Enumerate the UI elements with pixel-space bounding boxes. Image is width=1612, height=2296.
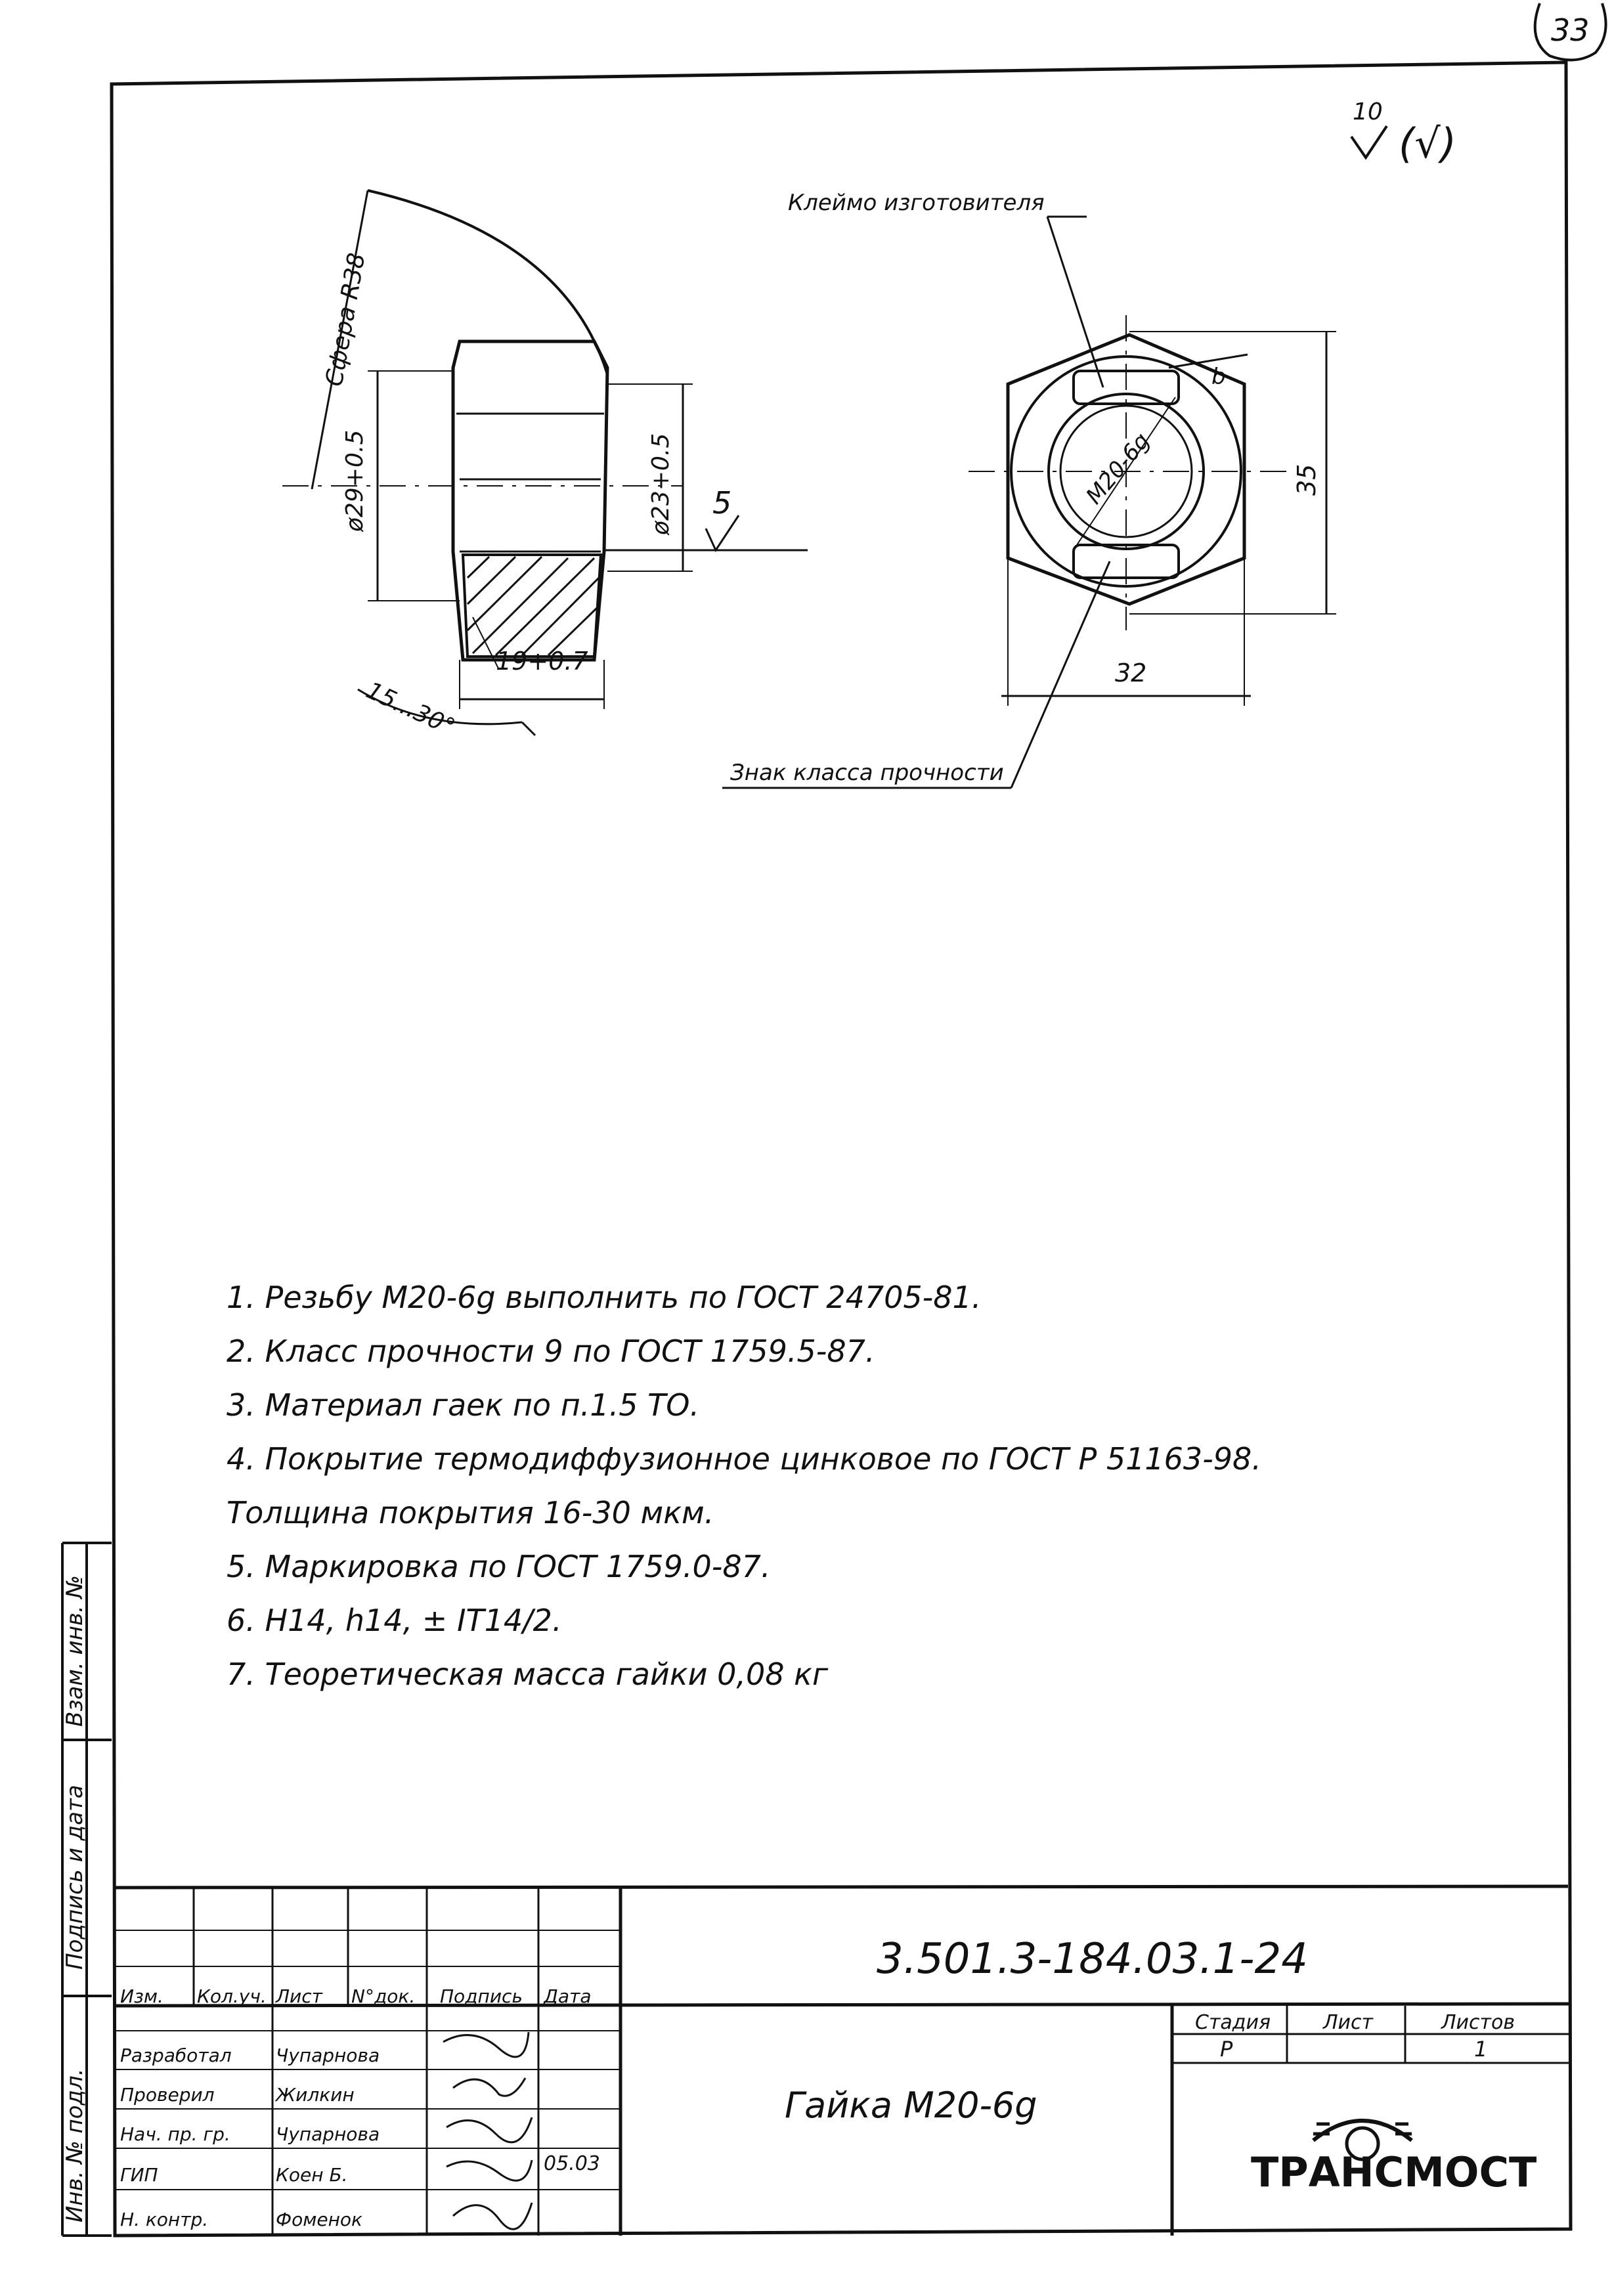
sheet-header: Лист [1322, 2011, 1374, 2034]
stage-header: Стадия [1195, 2011, 1271, 2034]
hdr-n-dok: N°док. [351, 1985, 415, 2007]
role-4: ГИП [120, 2164, 158, 2186]
note-1: 1. Резьбу М20-6g выполнить по ГОСТ 24705… [227, 1280, 982, 1315]
sheet-number: 33 [1551, 12, 1590, 48]
note-3: 3. Материал гаек по п.1.5 ТО. [227, 1387, 700, 1423]
sheets-value: 1 [1474, 2037, 1487, 2062]
sheets-header: Листов [1441, 2011, 1515, 2034]
technical-notes: 1. Резьбу М20-6g выполнить по ГОСТ 24705… [227, 1270, 1343, 1701]
dim-inner-diameter: ø23+0.5 [647, 433, 674, 536]
name-1: Чупарнова [276, 2045, 380, 2066]
stage-value: Р [1220, 2037, 1233, 2062]
inv-no-podl: Инв. № подл. [62, 2068, 88, 2222]
dim-outer-diameter: ø29+0.5 [341, 430, 368, 532]
roughness-symbol: 10 (√) [1350, 98, 1456, 167]
strength-mark-label: Знак класса прочности [730, 760, 1004, 786]
dim-height: 19+0.7 [496, 647, 588, 676]
name-5: Фоменок [276, 2209, 362, 2230]
note-6: 6. Н14, h14, ± IT14/2. [227, 1603, 562, 1638]
hdr-podpis: Подпись [440, 1985, 523, 2007]
sphere-label: Сфера R38 [320, 251, 370, 388]
role-1: Разработал [120, 2045, 232, 2066]
roughness-extra: (√) [1399, 119, 1456, 167]
manufacturer-mark-label: Клеймо изготовителя [788, 190, 1045, 216]
note-5: 5. Маркировка по ГОСТ 1759.0-87. [227, 1549, 771, 1584]
note-4: 4. Покрытие термодиффузионное цинковое п… [227, 1441, 1261, 1477]
note-7: 7. Теоретическая масса гайки 0,08 кг [227, 1657, 829, 1692]
roughness-value: 10 [1353, 98, 1383, 125]
name-3: Чупарнова [276, 2123, 380, 2145]
sheet-number-badge: 33 [1533, 3, 1607, 62]
roughness-local: 5 [712, 485, 731, 521]
sheet-frame [61, 60, 1573, 2238]
vzam-inv: Взам. инв. № [62, 1575, 88, 1727]
dim-b: b [1211, 364, 1226, 390]
item-name: Гайка М20-6g [785, 2085, 1037, 2126]
role-3: Нач. пр. гр. [120, 2123, 230, 2145]
side-stamp: Инв. № подл. Подпись и дата Взам. инв. № [62, 1575, 88, 2222]
dim-chamfer-angle: 15...30° [362, 677, 459, 741]
date-value: 05.03 [544, 2152, 600, 2175]
designation: 3.501.3-184.03.1-24 [877, 1935, 1308, 1983]
title-block: 3.501.3-184.03.1-24 Изм. Кол.уч. Лист N°… [113, 1884, 1570, 2236]
dim-across-corners: 35 [1292, 464, 1321, 496]
signatures [443, 2031, 533, 2230]
hatched-section [461, 553, 603, 658]
role-2: Проверил [120, 2084, 215, 2106]
hdr-list: Лист [275, 1985, 323, 2007]
company-logo: ТРАНСМОСТ [1251, 2119, 1536, 2196]
name-4: Коен Б. [276, 2164, 348, 2186]
hdr-data: Дата [542, 1985, 592, 2007]
hdr-izm: Изм. [120, 1985, 163, 2007]
hdr-kol-uch: Кол.уч. [197, 1985, 267, 2007]
note-2: 2. Класс прочности 9 по ГОСТ 1759.5-87. [227, 1333, 875, 1369]
podpis-data: Подпись и дата [62, 1785, 88, 1970]
note-4b: Толщина покрытия 16-30 мкм. [227, 1495, 714, 1530]
name-2: Жилкин [274, 2084, 355, 2106]
nut-top-view: M20-6g Клеймо изготовителя Знак класса п… [722, 190, 1336, 789]
nut-side-view: Сфера R38 ø29+0.5 ø23+0.5 5 19+0.7 [282, 189, 808, 741]
thread-label: M20-6g [1081, 428, 1155, 509]
company-name: ТРАНСМОСТ [1251, 2148, 1536, 2196]
role-5: Н. контр. [120, 2209, 208, 2230]
dim-across-flats: 32 [1115, 659, 1146, 687]
